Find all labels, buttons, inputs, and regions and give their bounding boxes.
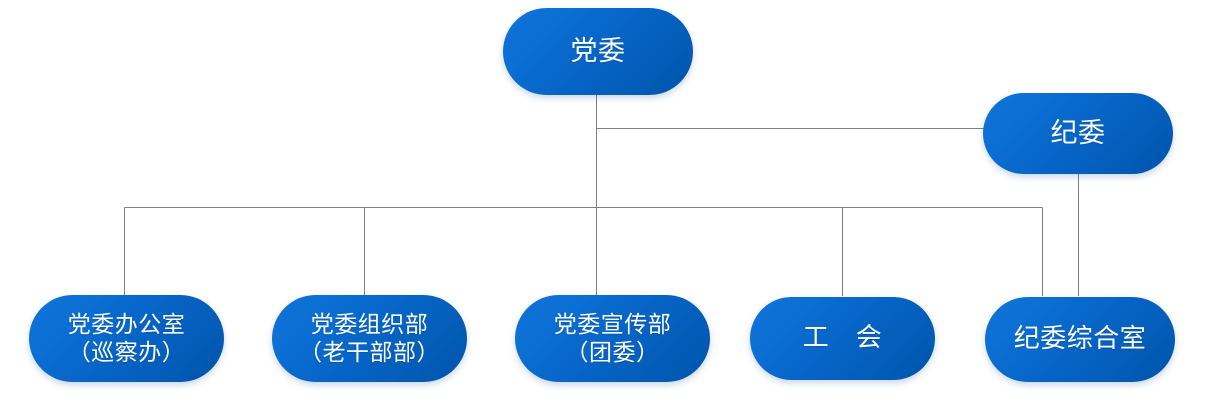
node-dangwei-zuzhibu[interactable]: 党委组织部 （老干部部）	[272, 295, 467, 382]
node-gonghui[interactable]: 工 会	[750, 297, 935, 380]
node-dangwei-bangongshi-label: 党委办公室 （巡察办）	[67, 312, 186, 365]
node-jiwei-zongheshi[interactable]: 纪委综合室	[985, 297, 1175, 382]
node-jiwei-label: 纪委	[1050, 117, 1106, 148]
node-dangwei[interactable]: 党委	[503, 8, 693, 95]
node-dangwei-zuzhibu-label: 党委组织部 （老干部部）	[299, 312, 440, 365]
node-dangwei-label: 党委	[570, 35, 626, 66]
node-jiwei[interactable]: 纪委	[983, 93, 1173, 174]
node-jiwei-zongheshi-label: 纪委综合室	[1013, 324, 1147, 354]
node-gonghui-label: 工 会	[802, 323, 883, 353]
node-dangwei-xuanchuanbu[interactable]: 党委宣传部 （团委）	[515, 295, 710, 382]
node-dangwei-bangongshi[interactable]: 党委办公室 （巡察办）	[29, 295, 224, 382]
node-dangwei-xuanchuanbu-label: 党委宣传部 （团委）	[553, 312, 672, 365]
